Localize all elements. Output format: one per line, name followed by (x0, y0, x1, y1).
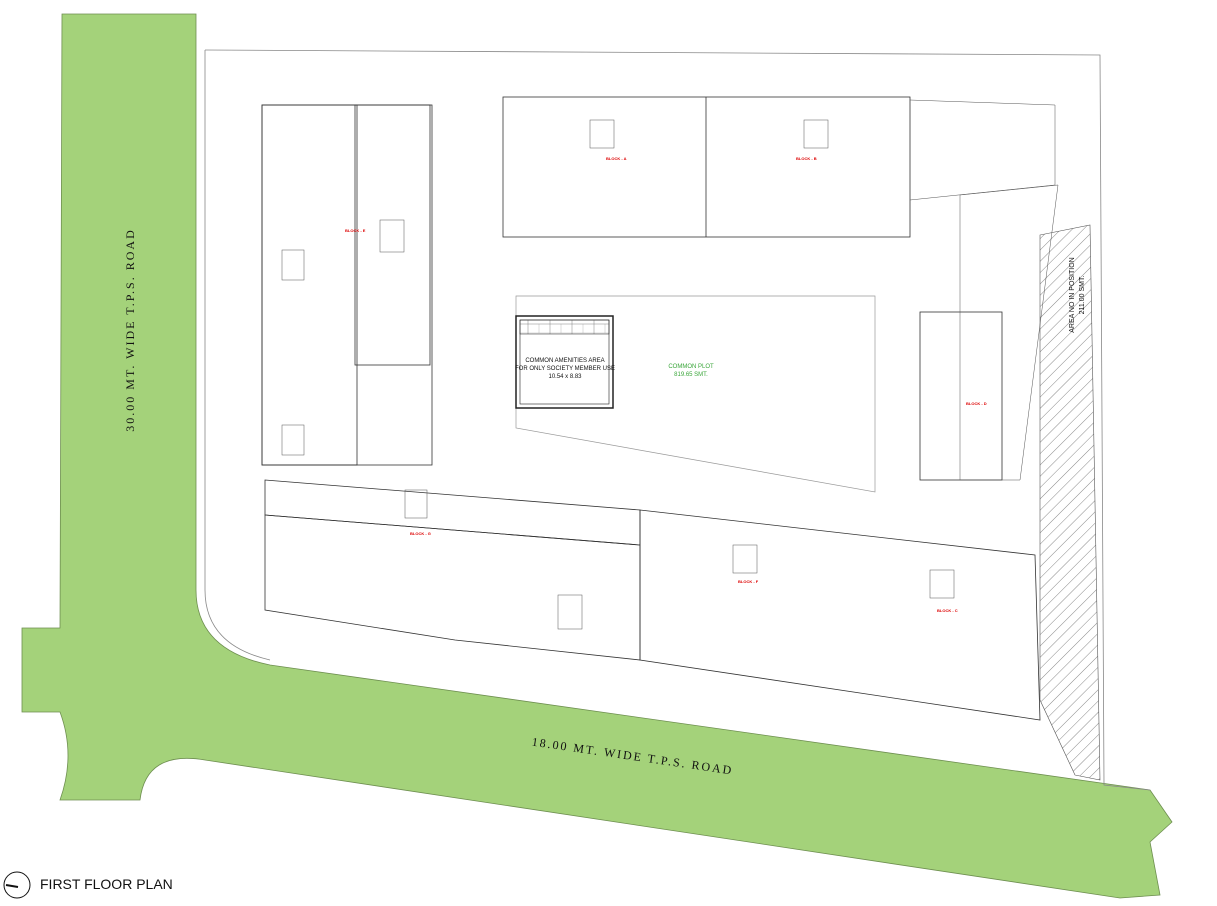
site-boundary-left (204, 50, 271, 661)
area-in-position-hatch (1039, 224, 1101, 781)
area-in-position-line1: AREA NO IN POSITION (1069, 257, 1076, 332)
block-fgc-plan (264, 479, 1041, 721)
vertical-road-label: 30.00 MT. WIDE T.P.S. ROAD (123, 228, 137, 431)
block-d-plan (919, 184, 1059, 481)
block-c-label: BLOCK - C (937, 608, 958, 613)
block-b-label: BLOCK - B (796, 156, 817, 161)
block-f-label: BLOCK - F (738, 579, 759, 584)
block-ab-plan (502, 96, 1056, 238)
amenities-label-line3: 10.54 x 8.83 (548, 374, 582, 380)
north-arrow-icon (3, 871, 31, 899)
block-d-label: BLOCK - D (966, 401, 987, 406)
area-in-position-line2: 211.00 SMT. (1079, 276, 1086, 315)
block-e-plan (261, 104, 433, 466)
road-30m-and-18m (21, 13, 1173, 899)
block-g-label: BLOCK - G (410, 531, 431, 536)
plan-title: FIRST FLOOR PLAN (40, 876, 173, 892)
block-e-label: BLOCK - E (345, 228, 366, 233)
common-plot-label-line1: COMMON PLOT (668, 364, 714, 370)
site-boundary (204, 49, 1151, 791)
common-plot-label-line2: 819.65 SMT. (674, 372, 708, 378)
block-a-label: BLOCK - A (606, 156, 627, 161)
amenities-label-line1: COMMON AMENITIES AREA (525, 358, 604, 364)
amenities-label-line2: FOR ONLY SOCIETY MEMBER USE (515, 366, 615, 372)
